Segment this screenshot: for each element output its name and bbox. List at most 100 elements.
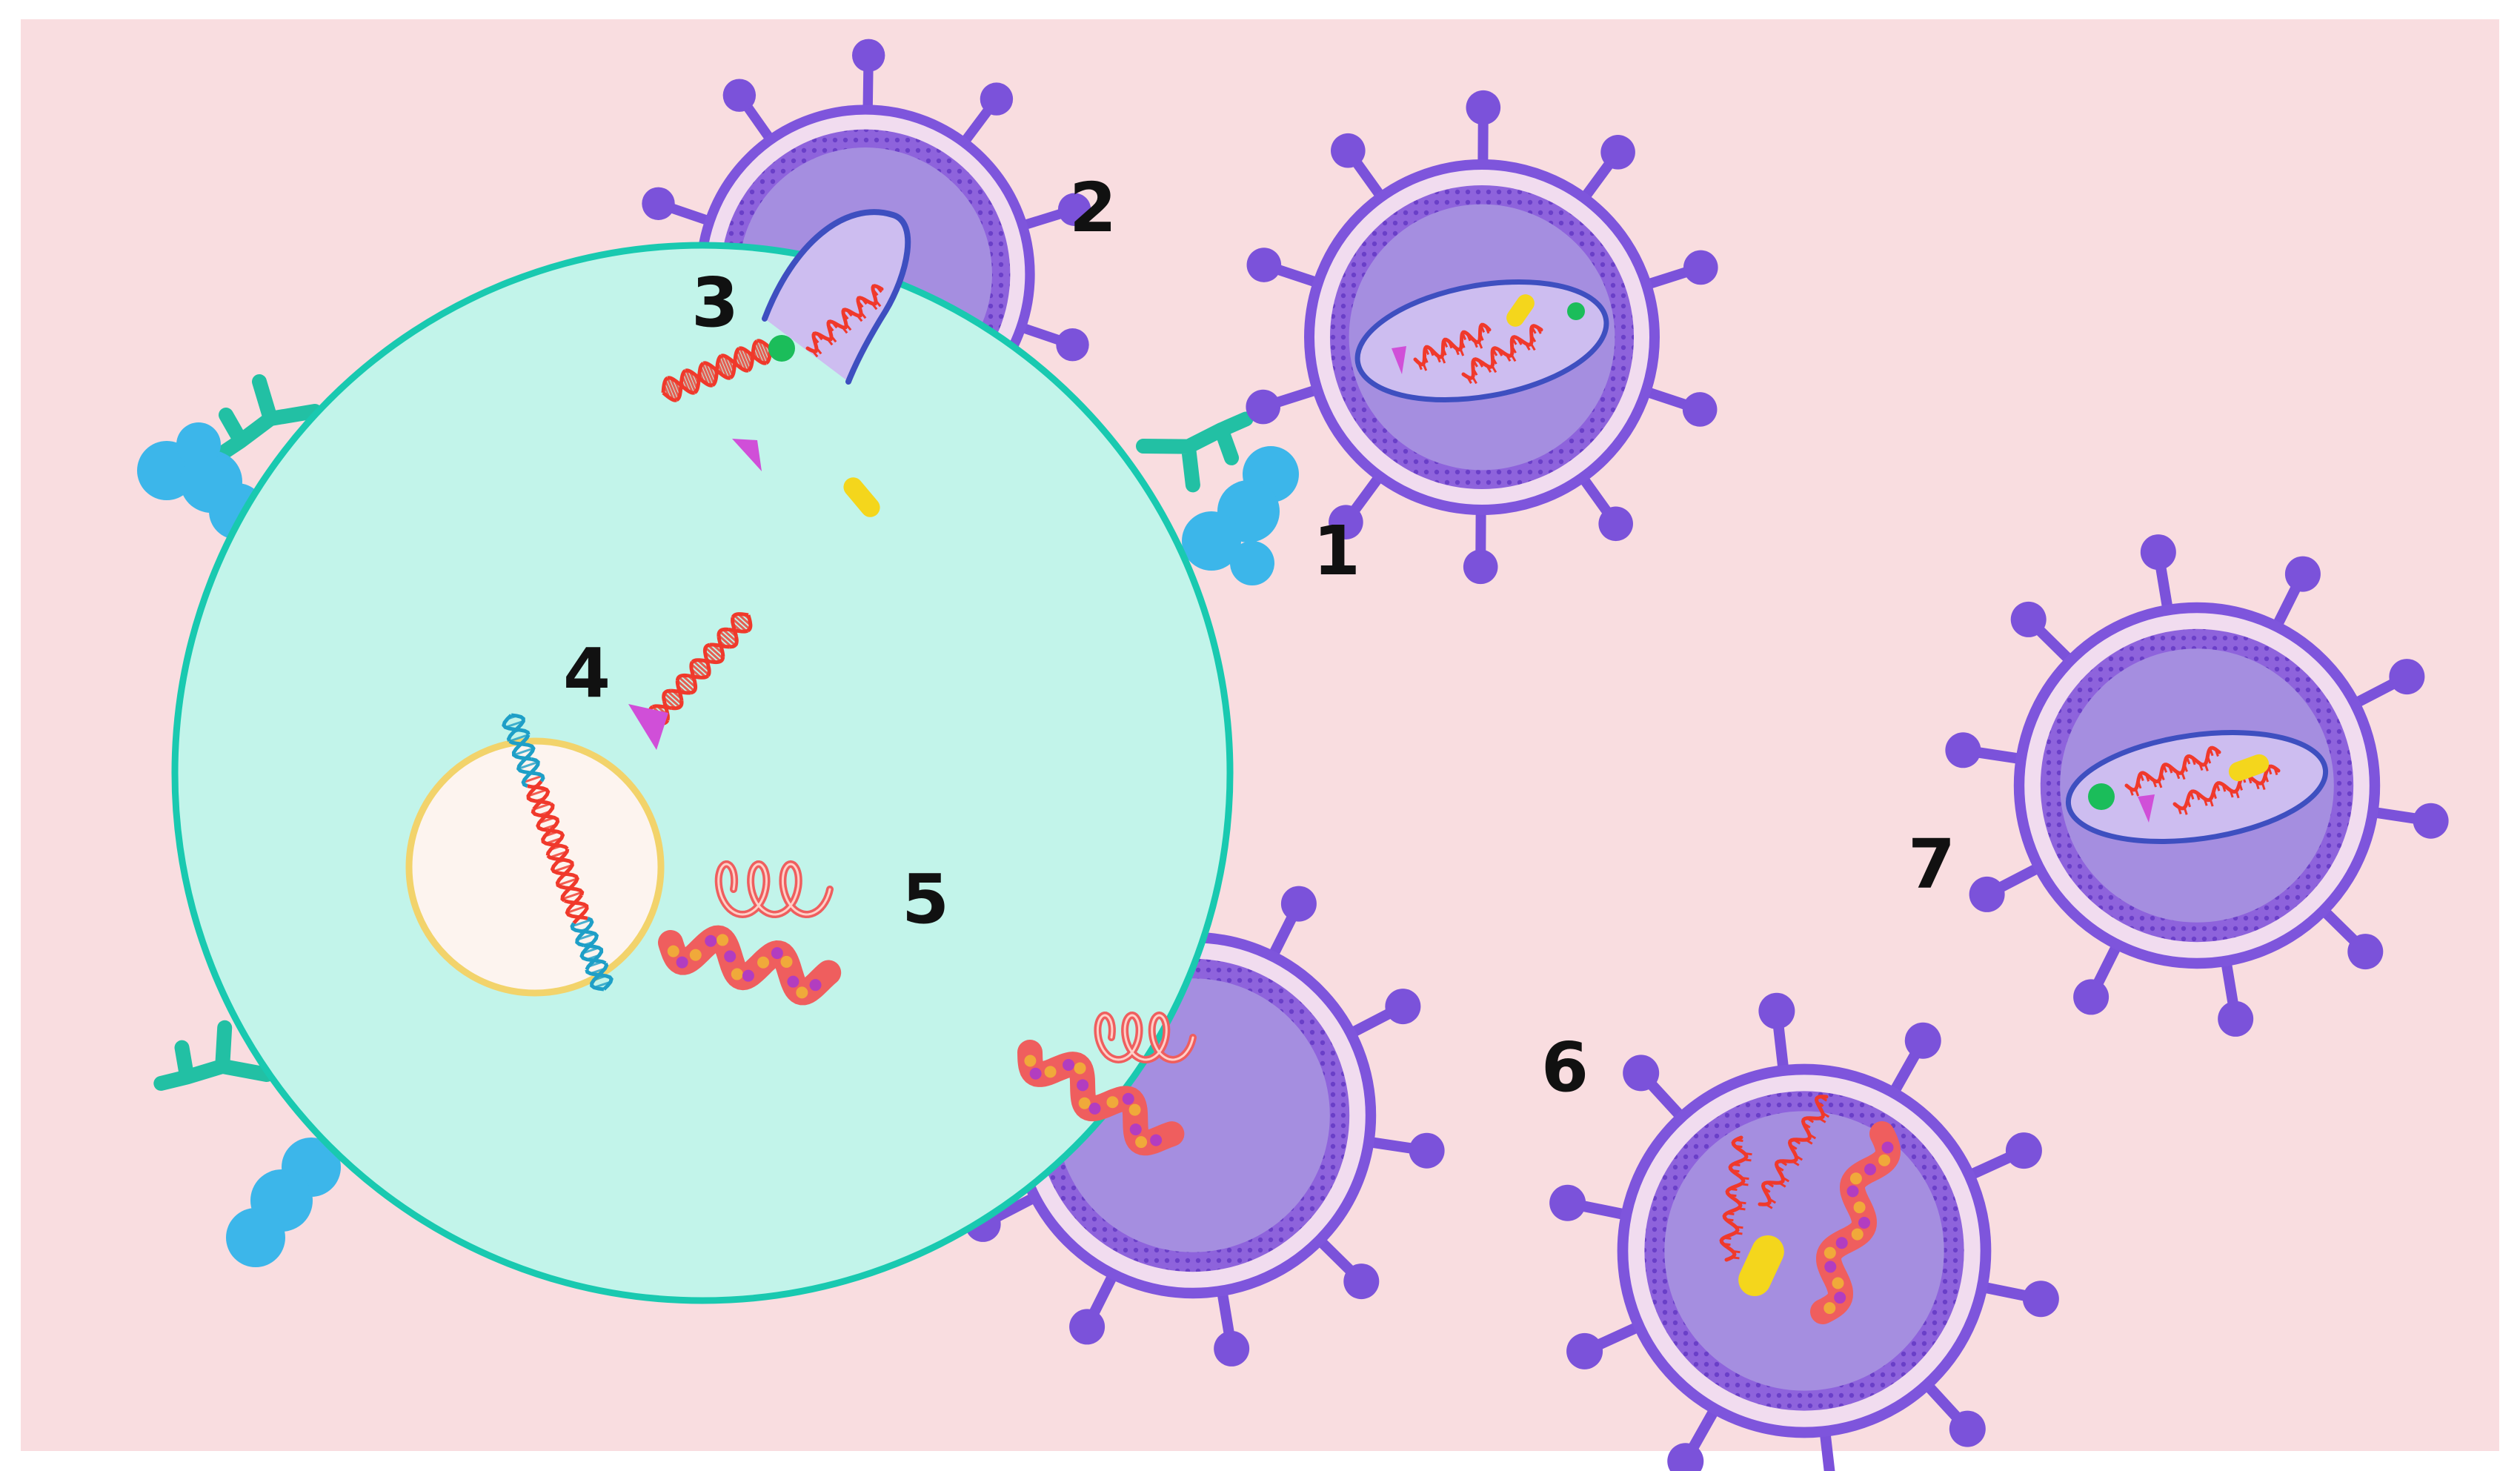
mrna-coil-highlight	[1096, 1014, 1194, 1061]
dna-strand	[733, 347, 740, 364]
dna-strand	[709, 642, 730, 649]
dna-base-pair	[707, 644, 724, 660]
virus-spike-knob	[1331, 133, 1366, 168]
polyprotein-segment	[1878, 1154, 1891, 1166]
dna-strand	[661, 376, 669, 394]
virus-spike-knob	[2073, 979, 2110, 1015]
virus-spike-knob	[1056, 328, 1089, 362]
dna-strand	[675, 673, 691, 681]
dna-base-pair	[688, 371, 699, 390]
step-label-2: 2	[1069, 168, 1117, 248]
dna-strand	[550, 849, 570, 877]
dna-strand	[697, 362, 705, 379]
virus-spike-knob	[1683, 250, 1718, 285]
integrase-enzyme	[732, 439, 762, 471]
dna-base-pair	[678, 676, 696, 692]
reverse-transcriptase-enzyme	[2088, 783, 2115, 810]
dna-base-pair	[505, 720, 524, 728]
virus-spike-knob	[1600, 135, 1635, 170]
dna-strand	[729, 362, 737, 379]
virus-spike-knob	[1246, 248, 1282, 282]
polyprotein-segment	[717, 934, 729, 946]
dna-strand	[731, 617, 738, 637]
step-label-3: 3	[691, 263, 739, 342]
rna-backbone	[1461, 324, 1543, 380]
dna-strand	[710, 657, 725, 665]
dna-strand	[536, 802, 555, 832]
dna-strand	[667, 376, 682, 387]
polyprotein-segment	[1851, 1228, 1864, 1241]
polyprotein-segment	[1832, 1277, 1844, 1289]
dna-strand	[728, 628, 749, 634]
dna-base-pair	[720, 355, 732, 379]
polyprotein-segment	[676, 956, 688, 969]
dna-strand	[679, 384, 695, 395]
exiting-polyprotein	[1017, 1040, 1185, 1156]
dna-strand	[734, 362, 749, 373]
dna-strand	[746, 614, 753, 633]
polyprotein-segment	[1881, 1141, 1894, 1154]
protease-enzyme	[2228, 754, 2270, 782]
uncoating-capsid	[762, 209, 911, 385]
polyprotein-segment	[1063, 1059, 1075, 1072]
polyprotein-segment	[689, 949, 702, 961]
dna-strand	[704, 657, 711, 677]
cell-nucleus	[405, 737, 665, 997]
polyprotein-segment	[1024, 1055, 1037, 1067]
dna-base-pair	[737, 349, 748, 371]
polyprotein-segment	[1129, 1123, 1142, 1136]
dna-base-pair	[717, 634, 733, 648]
virus-spike-knob	[1466, 90, 1501, 125]
dna-strand	[545, 828, 565, 856]
virus-spike-knob	[1463, 549, 1498, 585]
virus-spike-knob	[2022, 1281, 2059, 1318]
dna-strand	[702, 642, 711, 659]
dna-base-pair	[553, 863, 573, 873]
virus-spike-knob	[1549, 1184, 1586, 1221]
dna-strand	[502, 714, 531, 736]
virus-spike-knob	[1949, 1410, 1986, 1447]
coreceptor-bead	[176, 422, 221, 467]
polyprotein-segment	[1128, 1103, 1141, 1116]
virus-spike-knob	[1069, 1309, 1106, 1345]
virus-spike-knob	[2005, 1132, 2042, 1169]
dna-strand	[751, 339, 759, 356]
dna-base-pair	[753, 344, 763, 363]
polyprotein-segment	[705, 934, 717, 947]
dna-base-pair	[518, 760, 539, 770]
polyprotein-segment	[1858, 1217, 1871, 1229]
coreceptor-bead	[226, 1208, 285, 1267]
dna-strand	[516, 761, 545, 783]
dna-base-pair	[663, 692, 681, 708]
rna-backbone	[1758, 1095, 1829, 1206]
dna-strand	[546, 854, 574, 877]
polyprotein-segment	[667, 945, 679, 957]
virus-spike-knob	[1329, 505, 1363, 539]
polyprotein-segment	[1088, 1102, 1101, 1115]
cd4-receptor	[1136, 411, 1254, 493]
polyprotein-segment	[1853, 1201, 1866, 1214]
polyprotein-segment	[1823, 1246, 1836, 1259]
polyprotein-segment	[1846, 1185, 1859, 1198]
protease-enzyme	[843, 477, 880, 517]
virus-spike-knob	[1667, 1443, 1704, 1471]
virus-spike-knob	[2284, 556, 2321, 592]
dna-strand	[690, 679, 698, 695]
cd4-receptor-arm	[153, 1020, 274, 1091]
reverse-transcriptase-enzyme	[768, 335, 795, 362]
dna-strand	[717, 627, 729, 637]
dna-base-pair	[571, 918, 591, 928]
integrase-enzyme	[628, 704, 668, 750]
dna-strand	[506, 713, 525, 743]
polyprotein-segment	[1106, 1096, 1119, 1109]
dna-strand	[579, 940, 607, 966]
protease-enzyme	[1506, 294, 1535, 327]
viral-rna-strand	[805, 284, 884, 358]
coreceptor-bead	[1182, 511, 1241, 571]
dna-strand	[757, 339, 772, 350]
virus-spike-knob	[1623, 1055, 1660, 1092]
dna-strand	[729, 636, 739, 649]
dna-base-pair	[664, 379, 675, 401]
dna-strand	[651, 704, 673, 710]
dna-strand	[690, 674, 710, 680]
